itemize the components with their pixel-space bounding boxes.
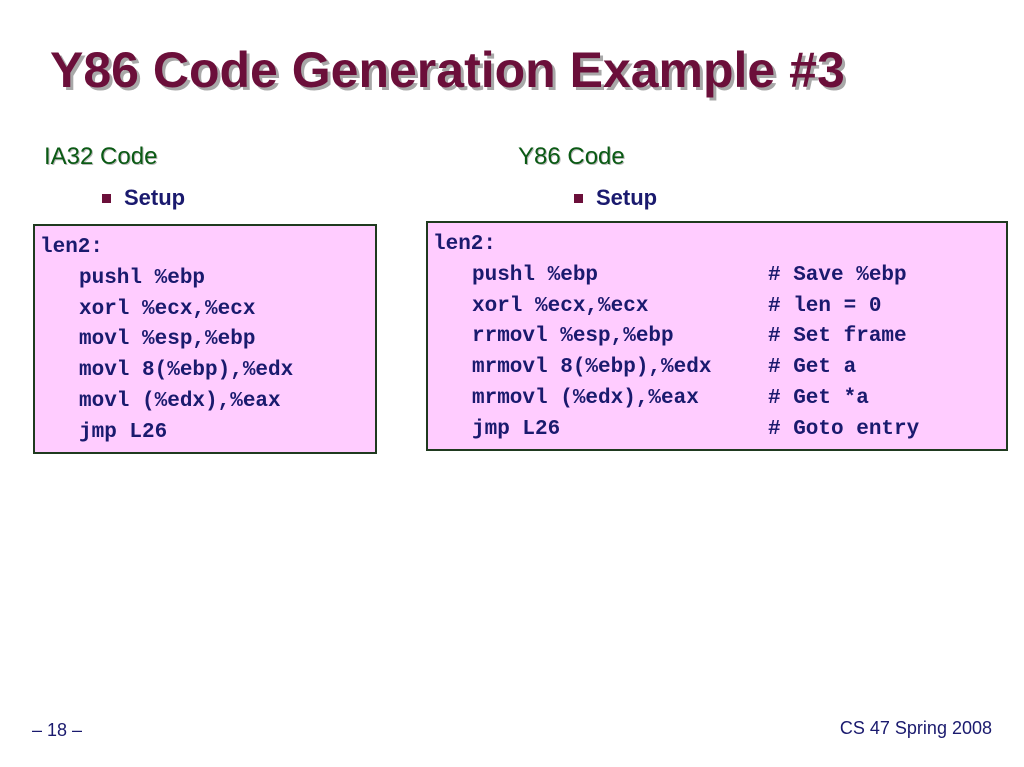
- code-label: len2:: [40, 236, 104, 259]
- code-instruction: pushl %ebp: [472, 263, 599, 287]
- code-line: rrmovl %esp,%ebp # Set frame: [433, 322, 1006, 353]
- course-label: CS 47 Spring 2008: [839, 718, 992, 738]
- ia32-code-block: len2: pushl %ebp xorl %ecx,%ecx movl %es…: [33, 224, 377, 454]
- code-comment: # Set frame: [768, 325, 907, 349]
- y86-code-block: len2: pushl %ebp # Save %ebp xorl %ecx,%e…: [426, 221, 1008, 451]
- code-line: jmp L26 # Goto entry: [433, 415, 1006, 446]
- code-comment: # Get *a: [768, 386, 869, 410]
- code-line: xorl %ecx,%ecx: [79, 297, 256, 321]
- code-line: xorl %ecx,%ecx # len = 0: [433, 292, 1006, 323]
- slide-title: Y86 Code Generation Example #3: [50, 42, 845, 98]
- code-comment: # len = 0: [768, 294, 882, 318]
- code-instruction: xorl %ecx,%ecx: [472, 294, 649, 318]
- code-line: pushl %ebp: [79, 266, 206, 290]
- y86-code-heading: Y86 Code: [518, 143, 625, 170]
- bullet-square-icon: [102, 193, 111, 203]
- bullet-square-icon: [574, 193, 583, 203]
- y86-setup-bullet: Setup: [574, 185, 657, 211]
- code-line: mrmovl (%edx),%eax # Get *a: [433, 384, 1006, 415]
- code-instruction: rrmovl %esp,%ebp: [472, 325, 674, 349]
- code-line: movl 8(%ebp),%edx: [79, 359, 294, 383]
- page-number: – 18 –: [32, 720, 83, 740]
- bullet-label: Setup: [124, 185, 186, 210]
- code-line: pushl %ebp # Save %ebp: [433, 261, 1006, 292]
- code-instruction: jmp L26: [472, 417, 561, 441]
- code-comment: # Goto entry: [768, 417, 920, 441]
- code-instruction: mrmovl (%edx),%eax: [472, 386, 699, 410]
- code-comment: # Get a: [768, 356, 857, 380]
- ia32-setup-bullet: Setup: [102, 185, 185, 211]
- code-line: movl (%edx),%eax: [79, 389, 281, 413]
- code-line: jmp L26: [79, 420, 168, 444]
- code-instruction: mrmovl 8(%ebp),%edx: [472, 356, 712, 380]
- code-comment: # Save %ebp: [768, 263, 907, 287]
- ia32-code-heading: IA32 Code: [44, 143, 158, 170]
- code-line: movl %esp,%ebp: [79, 328, 256, 352]
- bullet-label: Setup: [596, 185, 658, 210]
- code-line: mrmovl 8(%ebp),%edx # Get a: [433, 353, 1006, 384]
- code-label: len2:: [433, 233, 497, 256]
